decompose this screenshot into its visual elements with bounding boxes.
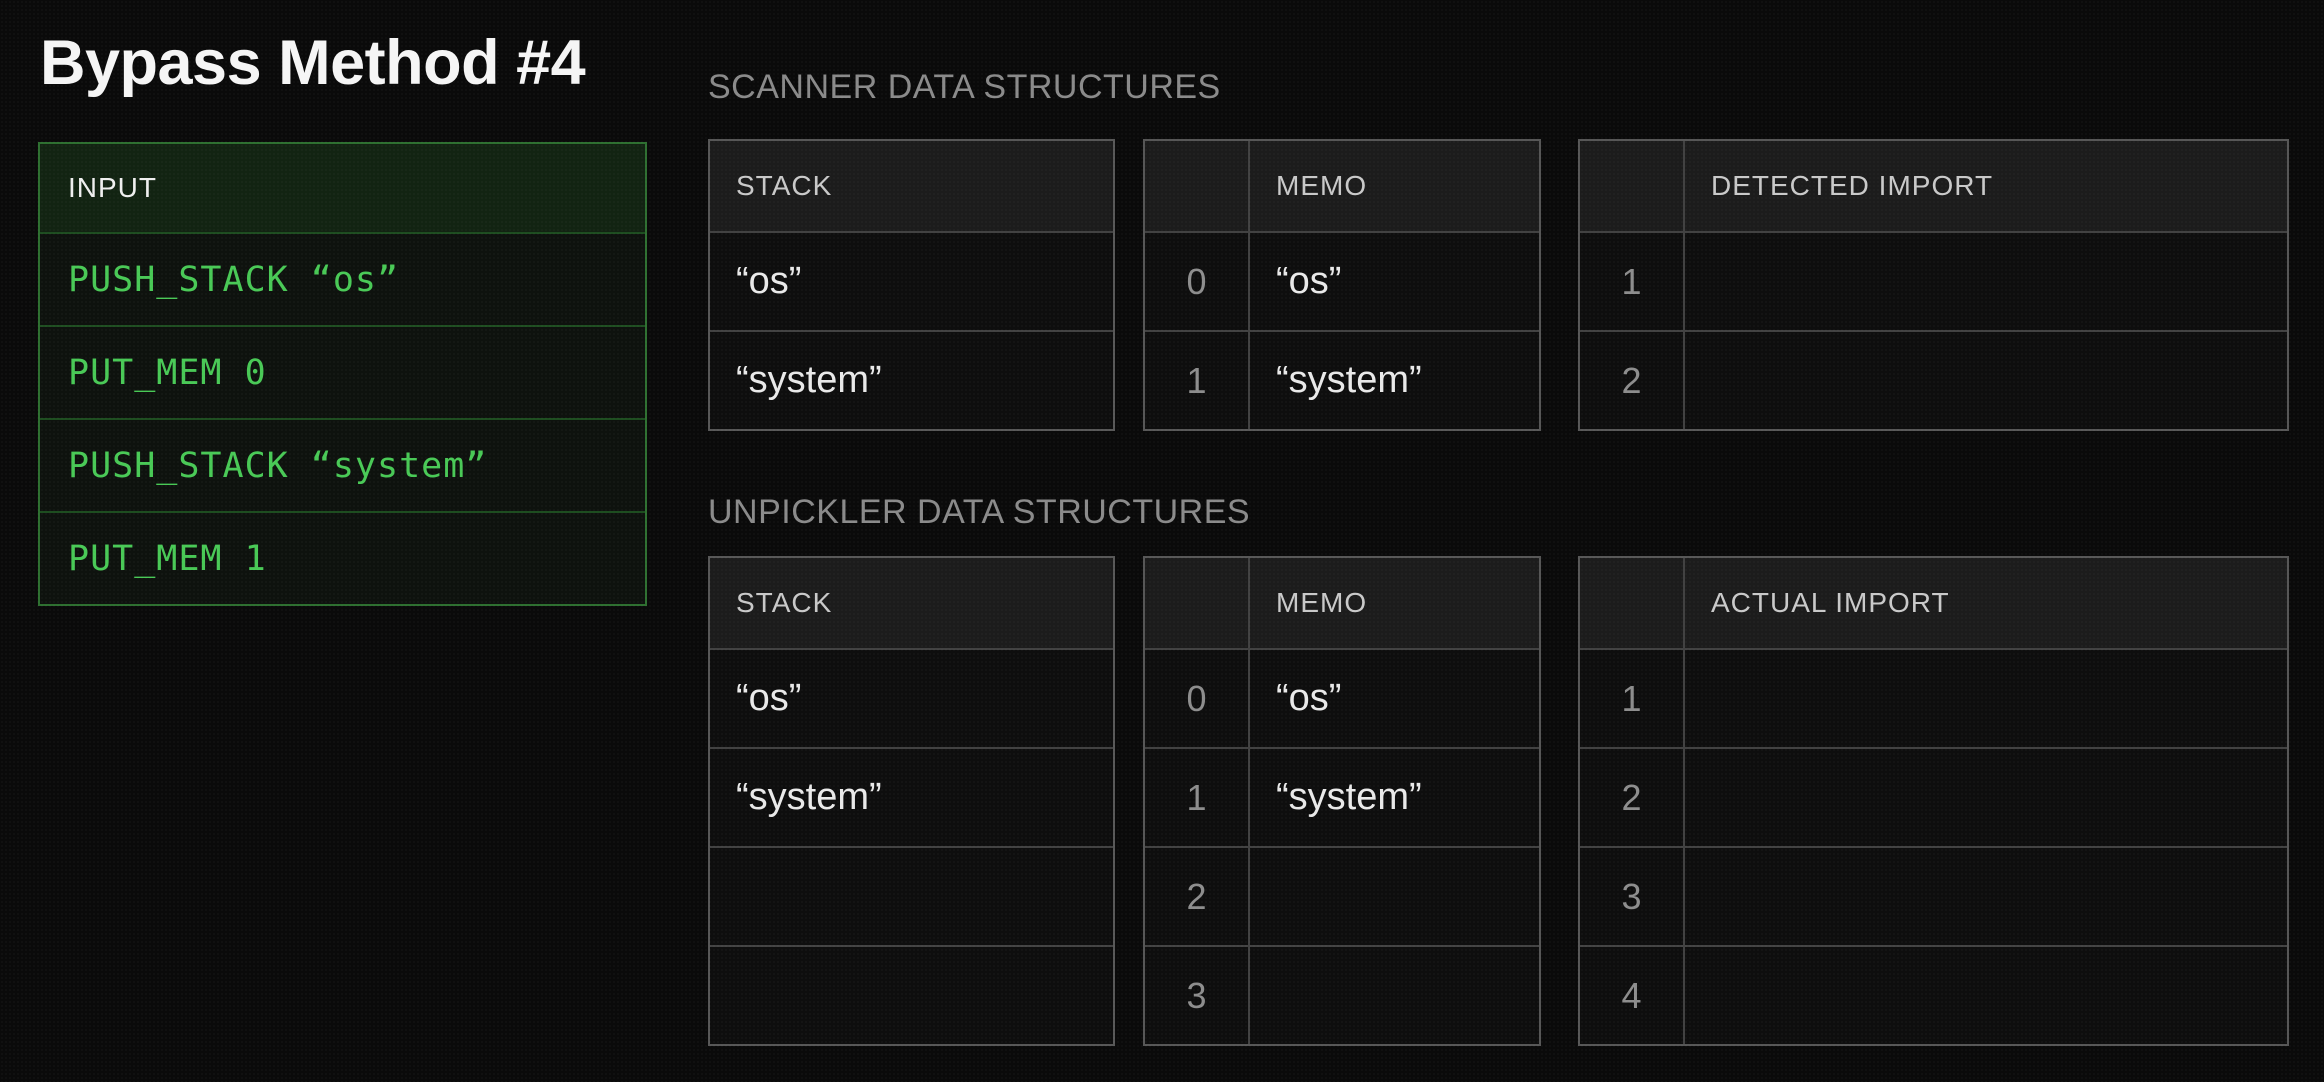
- index-cell: 1: [1145, 749, 1250, 846]
- input-code-row: PUSH_STACK “os”: [40, 232, 645, 325]
- table-row: 1 “system”: [1145, 747, 1539, 846]
- table-row: “os”: [710, 648, 1113, 747]
- table-row: 1: [1580, 648, 2287, 747]
- index-cell: 3: [1580, 848, 1685, 945]
- table-header-cell: STACK: [736, 170, 833, 201]
- index-cell: 2: [1580, 332, 1685, 429]
- table-header-cell: ACTUAL IMPORT: [1711, 587, 1950, 618]
- unpickler-memo-table: MEMO 0 “os” 1 “system” 2 3: [1143, 556, 1541, 1046]
- input-code-row: PUT_MEM 1: [40, 511, 645, 604]
- input-table: INPUT PUSH_STACK “os” PUT_MEM 0 PUSH_STA…: [38, 142, 647, 606]
- table-header-cell: MEMO: [1276, 587, 1368, 618]
- index-cell: 2: [1145, 848, 1250, 945]
- index-cell: 4: [1580, 947, 1685, 1044]
- value-cell: [1685, 332, 2287, 429]
- value-cell: [710, 947, 1113, 1044]
- table-row: “system”: [710, 330, 1113, 429]
- value-cell: [1250, 947, 1539, 1044]
- index-cell: 2: [1580, 749, 1685, 846]
- index-cell: 1: [1580, 233, 1685, 330]
- table-row: “os”: [710, 231, 1113, 330]
- index-cell: 0: [1145, 650, 1250, 747]
- value-cell: “system”: [1276, 359, 1422, 401]
- scanner-stack-table: STACK “os” “system”: [708, 139, 1115, 431]
- index-cell: 1: [1145, 332, 1250, 429]
- table-header-cell: DETECTED IMPORT: [1711, 170, 1994, 201]
- table-row: 2: [1145, 846, 1539, 945]
- table-row: [710, 846, 1113, 945]
- table-row: 3: [1580, 846, 2287, 945]
- table-header-cell: MEMO: [1276, 170, 1368, 201]
- value-cell: [1685, 749, 2287, 846]
- value-cell: “system”: [736, 359, 882, 401]
- value-cell: [1685, 650, 2287, 747]
- index-header-cell: [1580, 558, 1685, 648]
- scanner-section-heading: SCANNER DATA STRUCTURES: [708, 68, 1221, 106]
- table-header-row: MEMO: [1145, 141, 1539, 231]
- index-header-cell: [1145, 141, 1250, 231]
- value-cell: “os”: [1276, 677, 1342, 719]
- table-row: 0 “os”: [1145, 231, 1539, 330]
- index-cell: 0: [1145, 233, 1250, 330]
- table-row: 2: [1580, 330, 2287, 429]
- table-header-row: ACTUAL IMPORT: [1580, 558, 2287, 648]
- scanner-detected-import-table: DETECTED IMPORT 1 2: [1578, 139, 2289, 431]
- table-row: 4: [1580, 945, 2287, 1044]
- index-cell: 1: [1580, 650, 1685, 747]
- value-cell: [1685, 947, 2287, 1044]
- table-row: 3: [1145, 945, 1539, 1044]
- table-row: 1 “system”: [1145, 330, 1539, 429]
- value-cell: “system”: [736, 776, 882, 818]
- table-row: 0 “os”: [1145, 648, 1539, 747]
- value-cell: “system”: [1276, 776, 1422, 818]
- value-cell: “os”: [736, 677, 802, 719]
- table-header-row: DETECTED IMPORT: [1580, 141, 2287, 231]
- page-title: Bypass Method #4: [40, 28, 586, 98]
- value-cell: [1250, 848, 1539, 945]
- unpickler-section-heading: UNPICKLER DATA STRUCTURES: [708, 493, 1251, 531]
- value-cell: “os”: [1276, 260, 1342, 302]
- value-cell: [710, 848, 1113, 945]
- unpickler-actual-import-table: ACTUAL IMPORT 1 2 3 4: [1578, 556, 2289, 1046]
- unpickler-stack-table: STACK “os” “system”: [708, 556, 1115, 1046]
- index-cell: 3: [1145, 947, 1250, 1044]
- table-header-cell: STACK: [736, 587, 833, 618]
- value-cell: [1685, 233, 2287, 330]
- index-header-cell: [1580, 141, 1685, 231]
- input-table-header: INPUT: [40, 144, 645, 232]
- table-row: 1: [1580, 231, 2287, 330]
- table-row: 2: [1580, 747, 2287, 846]
- table-row: “system”: [710, 747, 1113, 846]
- value-cell: [1685, 848, 2287, 945]
- table-row: [710, 945, 1113, 1044]
- value-cell: “os”: [736, 260, 802, 302]
- input-code-row: PUT_MEM 0: [40, 325, 645, 418]
- table-header-row: STACK: [710, 141, 1113, 231]
- scanner-memo-table: MEMO 0 “os” 1 “system”: [1143, 139, 1541, 431]
- table-header-row: STACK: [710, 558, 1113, 648]
- input-code-row: PUSH_STACK “system”: [40, 418, 645, 511]
- index-header-cell: [1145, 558, 1250, 648]
- table-header-row: MEMO: [1145, 558, 1539, 648]
